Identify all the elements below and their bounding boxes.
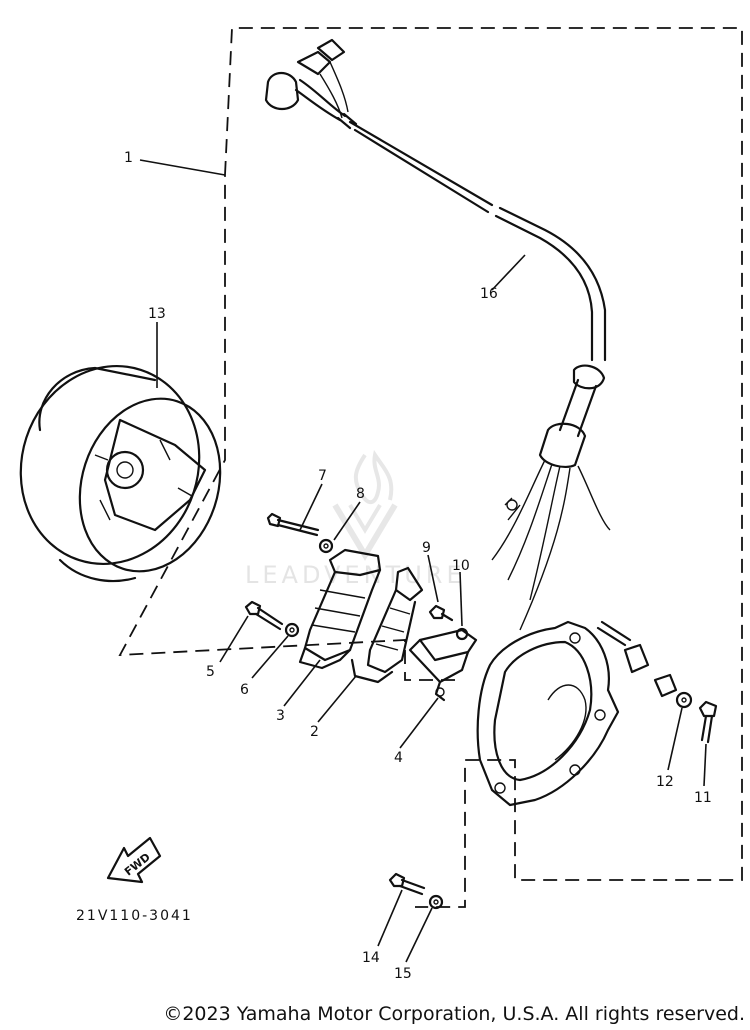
diagram-reference-code: 21V110-3041 xyxy=(76,908,193,924)
forward-arrow-icon: FWD xyxy=(106,836,162,884)
leader-7 xyxy=(299,483,323,531)
callout-1: 1 xyxy=(124,150,133,166)
assembly-boundary xyxy=(118,27,743,908)
leader-3 xyxy=(283,659,321,707)
lead-wire-harness xyxy=(264,38,611,631)
callout-6: 6 xyxy=(240,682,249,698)
leader-1 xyxy=(139,159,226,176)
screw-5 xyxy=(244,600,284,631)
callout-11: 11 xyxy=(694,790,712,806)
leader-2 xyxy=(317,675,357,723)
screw-11 xyxy=(698,700,718,744)
callout-10: 10 xyxy=(452,558,470,574)
callout-7: 7 xyxy=(318,468,327,484)
leader-5 xyxy=(219,615,249,663)
callout-2: 2 xyxy=(310,724,319,740)
bolt-14 xyxy=(388,872,426,896)
bolt-7 xyxy=(266,512,320,537)
leader-6 xyxy=(251,635,289,679)
callout-9: 9 xyxy=(422,540,431,556)
leader-16 xyxy=(491,254,526,291)
callout-14: 14 xyxy=(362,950,380,966)
screw-9 xyxy=(428,604,454,622)
flywheel-rotor xyxy=(19,364,222,583)
watermark-logo-icon xyxy=(332,449,398,561)
callout-8: 8 xyxy=(356,486,365,502)
source-coil-2 xyxy=(350,566,424,684)
stator-base-plate xyxy=(476,620,620,807)
leader-12 xyxy=(667,707,683,771)
washer-8 xyxy=(318,538,334,554)
leader-15 xyxy=(405,907,433,963)
leader-9 xyxy=(427,554,439,603)
callout-12: 12 xyxy=(656,774,674,790)
leader-10 xyxy=(459,571,463,627)
pulser-coil-4 xyxy=(408,628,478,702)
callout-3: 3 xyxy=(276,708,285,724)
leader-4 xyxy=(399,697,439,749)
callout-4: 4 xyxy=(394,750,403,766)
washer-15 xyxy=(428,894,444,910)
leader-14 xyxy=(377,889,403,947)
callout-16: 16 xyxy=(480,286,498,302)
callout-15: 15 xyxy=(394,966,412,982)
washer-6 xyxy=(284,622,300,638)
leader-8 xyxy=(333,501,361,541)
callout-5: 5 xyxy=(206,664,215,680)
lighting-coil-lead xyxy=(596,620,678,698)
callout-13: 13 xyxy=(148,306,166,322)
charge-coil-3 xyxy=(298,548,382,670)
copyright-notice: ©2023 Yamaha Motor Corporation, U.S.A. A… xyxy=(163,1003,745,1025)
leader-11 xyxy=(703,743,707,787)
washer-12 xyxy=(675,691,693,709)
